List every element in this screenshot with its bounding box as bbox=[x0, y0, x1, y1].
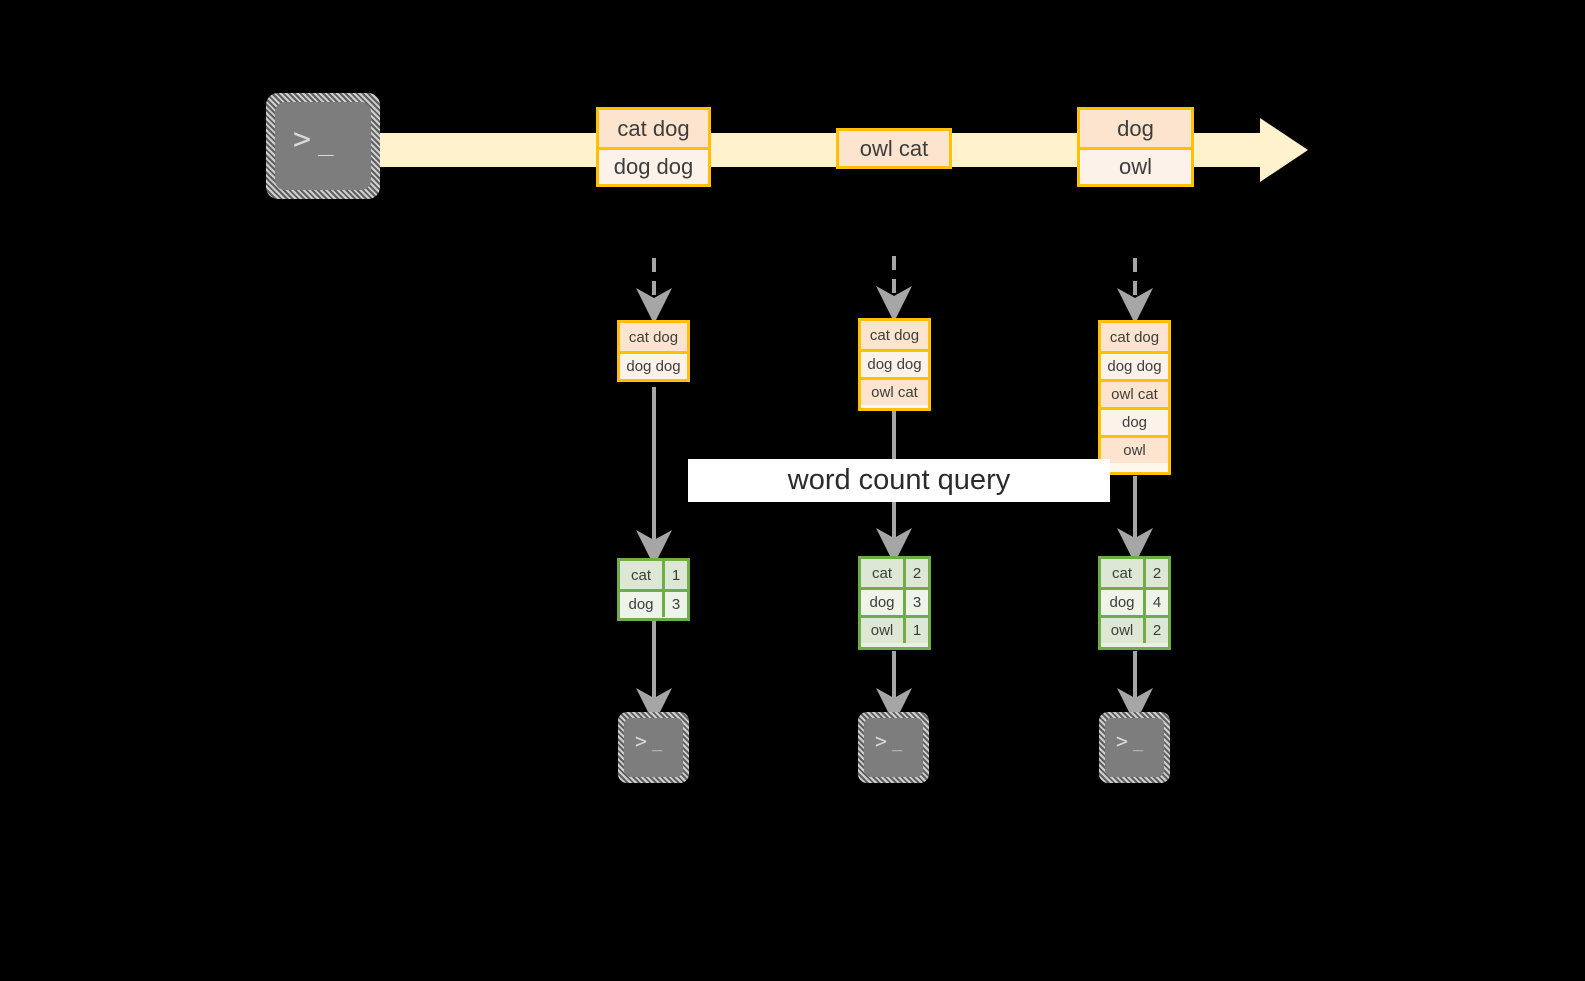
result-word-cell: dog bbox=[861, 590, 906, 615]
result-count-cell: 1 bbox=[906, 618, 928, 643]
result-count-cell: 3 bbox=[906, 590, 928, 615]
result-count-cell: 4 bbox=[1146, 590, 1168, 615]
result-row: dog 3 bbox=[861, 587, 928, 615]
consumer-terminal-icon-3[interactable]: > _ bbox=[1099, 712, 1170, 783]
terminal-cursor-glyph: _ bbox=[892, 732, 903, 752]
stream-event-group-3[interactable]: dog owl bbox=[1077, 107, 1194, 187]
snapshot-3-input-table[interactable]: cat dog dog dog owl cat dog owl bbox=[1098, 320, 1171, 475]
result-word-cell: dog bbox=[620, 592, 665, 617]
result-row: cat 1 bbox=[620, 561, 687, 589]
terminal-body bbox=[624, 718, 683, 777]
snapshot-input-row: dog dog bbox=[620, 351, 687, 379]
stream-event-row: dog dog bbox=[599, 147, 708, 184]
snapshot-2-result-table[interactable]: cat 2 dog 3 owl 1 bbox=[858, 556, 931, 650]
terminal-prompt-glyph: > bbox=[875, 729, 888, 753]
terminal-body bbox=[1105, 718, 1164, 777]
query-label: word count query bbox=[688, 459, 1110, 502]
result-row: cat 2 bbox=[861, 559, 928, 587]
terminal-body bbox=[275, 102, 371, 190]
producer-terminal-icon[interactable]: > _ bbox=[266, 93, 380, 199]
result-row: dog 4 bbox=[1101, 587, 1168, 615]
terminal-cursor-glyph: _ bbox=[652, 732, 663, 752]
snapshot-input-row: dog dog bbox=[861, 349, 928, 377]
snapshot-1-result-table[interactable]: cat 1 dog 3 bbox=[617, 558, 690, 621]
snapshot-input-row: owl cat bbox=[861, 377, 928, 405]
snapshot-input-row: owl cat bbox=[1101, 379, 1168, 407]
snapshot-input-row: cat dog bbox=[620, 323, 687, 351]
terminal-prompt-glyph: > bbox=[293, 122, 312, 157]
terminal-cursor-glyph: _ bbox=[1133, 732, 1144, 752]
stream-event-group-2[interactable]: owl cat bbox=[836, 128, 952, 169]
stream-event-group-1[interactable]: cat dog dog dog bbox=[596, 107, 711, 187]
snapshot-input-row: cat dog bbox=[861, 321, 928, 349]
result-row: owl 2 bbox=[1101, 615, 1168, 643]
result-count-cell: 1 bbox=[665, 561, 687, 589]
result-count-cell: 2 bbox=[1146, 618, 1168, 643]
result-word-cell: cat bbox=[861, 559, 906, 587]
snapshot-1-input-table[interactable]: cat dog dog dog bbox=[617, 320, 690, 382]
result-word-cell: owl bbox=[861, 618, 906, 643]
terminal-body bbox=[864, 718, 923, 777]
stream-event-row: owl bbox=[1080, 147, 1191, 184]
snapshot-input-row: dog bbox=[1101, 407, 1168, 435]
result-word-cell: cat bbox=[1101, 559, 1146, 587]
stream-event-row: dog bbox=[1080, 110, 1191, 147]
snapshot-3-result-table[interactable]: cat 2 dog 4 owl 2 bbox=[1098, 556, 1171, 650]
result-word-cell: cat bbox=[620, 561, 665, 589]
terminal-prompt-glyph: > bbox=[635, 729, 648, 753]
consumer-terminal-icon-1[interactable]: > _ bbox=[618, 712, 689, 783]
stream-event-row: owl cat bbox=[839, 131, 949, 166]
result-count-cell: 2 bbox=[906, 559, 928, 587]
result-count-cell: 2 bbox=[1146, 559, 1168, 587]
result-count-cell: 3 bbox=[665, 592, 687, 617]
result-row: owl 1 bbox=[861, 615, 928, 643]
result-word-cell: owl bbox=[1101, 618, 1146, 643]
result-row: cat 2 bbox=[1101, 559, 1168, 587]
result-word-cell: dog bbox=[1101, 590, 1146, 615]
consumer-terminal-icon-2[interactable]: > _ bbox=[858, 712, 929, 783]
stream-event-row: cat dog bbox=[599, 110, 708, 147]
terminal-prompt-glyph: > bbox=[1116, 729, 1129, 753]
snapshot-2-input-table[interactable]: cat dog dog dog owl cat bbox=[858, 318, 931, 411]
snapshot-input-row: dog dog bbox=[1101, 351, 1168, 379]
snapshot-input-row: owl bbox=[1101, 435, 1168, 463]
terminal-cursor-glyph: _ bbox=[318, 127, 334, 157]
result-row: dog 3 bbox=[620, 589, 687, 617]
snapshot-input-row: cat dog bbox=[1101, 323, 1168, 351]
